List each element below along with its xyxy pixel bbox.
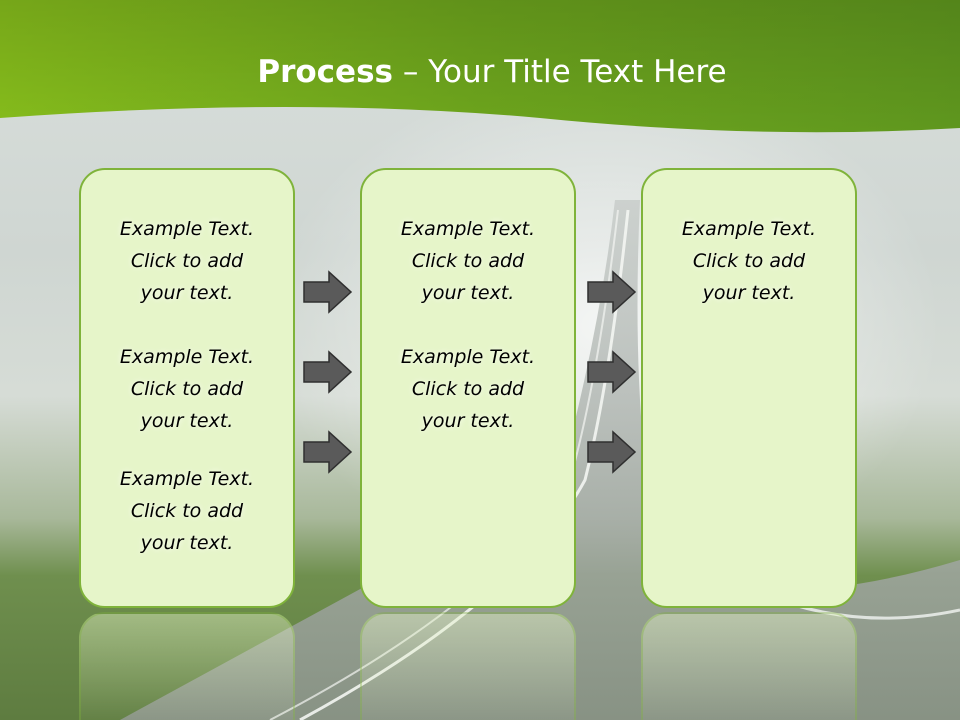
arrow-right-icon xyxy=(587,430,637,474)
text-line: Click to add xyxy=(411,250,525,272)
text-block[interactable]: Example Text. Click to add your text. xyxy=(81,341,293,437)
arrow-right-icon xyxy=(303,270,353,314)
text-line: Click to add xyxy=(130,378,244,400)
text-block[interactable]: Example Text. Click to add your text. xyxy=(643,213,855,309)
process-box-2[interactable]: Example Text. Click to add your text. Ex… xyxy=(360,168,576,608)
process-box-1[interactable]: Example Text. Click to add your text. Ex… xyxy=(79,168,295,608)
arrow-right-icon xyxy=(303,430,353,474)
text-line: Example Text. xyxy=(681,218,817,240)
text-line: your text. xyxy=(140,282,234,304)
text-line: Click to add xyxy=(130,250,244,272)
text-block[interactable]: Example Text. Click to add your text. xyxy=(81,463,293,559)
text-line: Click to add xyxy=(692,250,806,272)
text-line: your text. xyxy=(140,410,234,432)
title-band xyxy=(0,0,960,133)
text-block[interactable]: Example Text. Click to add your text. xyxy=(362,341,574,437)
text-line: Example Text. xyxy=(119,468,255,490)
text-line: your text. xyxy=(702,282,796,304)
text-line: your text. xyxy=(140,532,234,554)
text-line: Click to add xyxy=(411,378,525,400)
box-reflection xyxy=(641,612,857,720)
title-strong: Process xyxy=(257,54,393,90)
box-reflection xyxy=(79,612,295,720)
text-line: Example Text. xyxy=(400,218,536,240)
process-box-3[interactable]: Example Text. Click to add your text. xyxy=(641,168,857,608)
arrow-right-icon xyxy=(587,350,637,394)
arrow-right-icon xyxy=(303,350,353,394)
slide-title[interactable]: Process – Your Title Text Here xyxy=(0,54,960,90)
box-reflection xyxy=(360,612,576,720)
text-line: your text. xyxy=(421,282,515,304)
text-line: Example Text. xyxy=(119,218,255,240)
text-line: Example Text. xyxy=(400,346,536,368)
title-rest: – Your Title Text Here xyxy=(393,54,727,90)
text-block[interactable]: Example Text. Click to add your text. xyxy=(362,213,574,309)
text-line: your text. xyxy=(421,410,515,432)
arrow-right-icon xyxy=(587,270,637,314)
text-block[interactable]: Example Text. Click to add your text. xyxy=(81,213,293,309)
text-line: Example Text. xyxy=(119,346,255,368)
text-line: Click to add xyxy=(130,500,244,522)
